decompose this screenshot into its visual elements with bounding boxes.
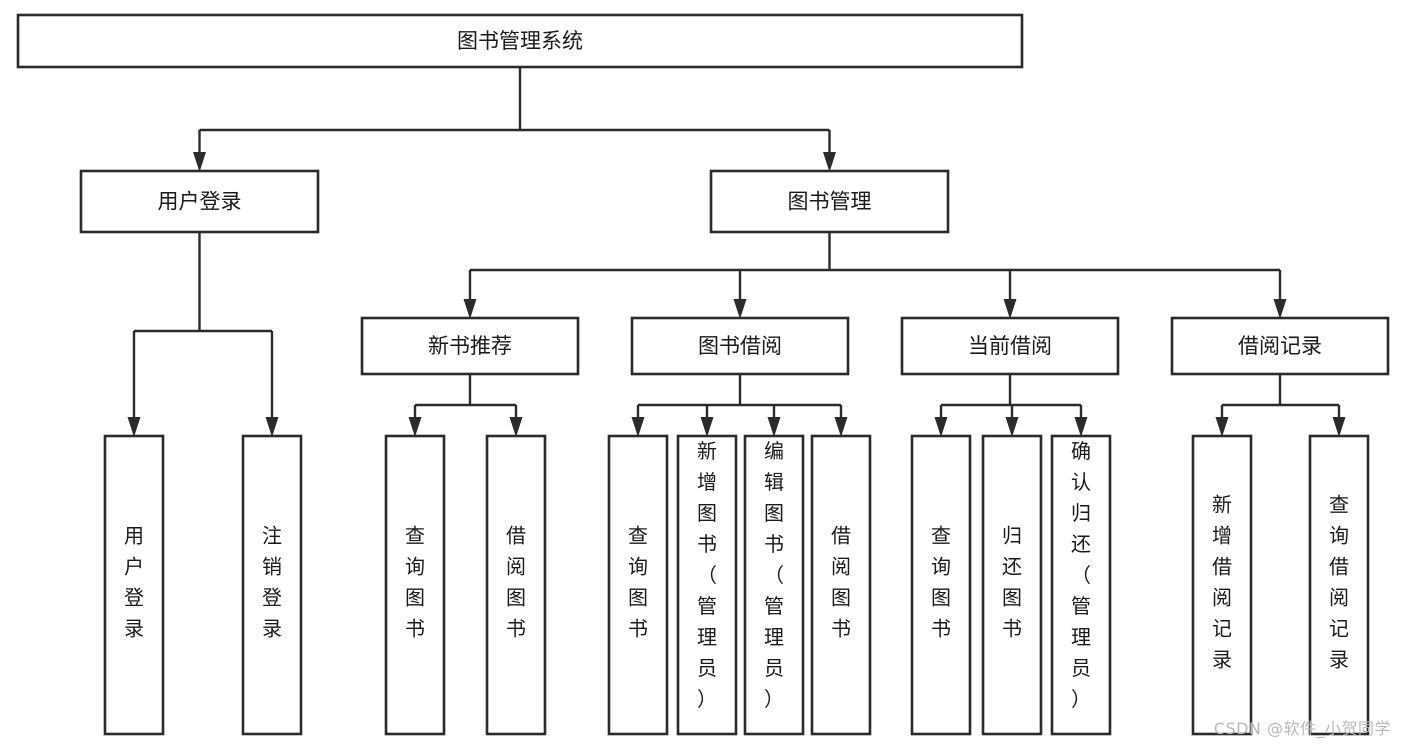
edge-arrowhead — [700, 417, 714, 437]
node-label-new-book-recommend: 新书推荐 — [428, 334, 512, 358]
edge-group-new-book-recommend — [408, 374, 523, 437]
node-box-current-borrow — [900, 316, 1120, 376]
node-box-leaf-borrow-book-2 — [810, 434, 872, 736]
node-leaf-query-book-2[interactable]: 查询图书 — [607, 434, 669, 736]
node-label-leaf-borrow-book-1: 借阅图书 — [506, 524, 526, 641]
edge-arrowhead — [1273, 299, 1287, 319]
node-box-new-book-recommend — [360, 316, 580, 376]
node-box-leaf-confirm-return — [1050, 434, 1112, 736]
node-current-borrow[interactable]: 当前借阅 — [900, 316, 1120, 376]
node-leaf-query-book-3[interactable]: 查询图书 — [910, 434, 972, 736]
node-box-leaf-user-logout — [241, 434, 303, 736]
edge-arrowhead — [1332, 417, 1346, 437]
edge-arrowhead — [934, 417, 948, 437]
node-label-root: 图书管理系统 — [457, 29, 583, 53]
edge-arrowhead — [631, 417, 645, 437]
node-label-leaf-query-book-2: 查询图书 — [628, 524, 648, 641]
node-label-borrow-record: 借阅记录 — [1238, 334, 1322, 358]
edge-arrowhead — [834, 417, 848, 437]
node-box-root — [16, 13, 1024, 69]
node-box-leaf-query-book-2 — [607, 434, 669, 736]
watermark: CSDN @软件_小贺同学 — [1213, 719, 1391, 738]
edge-arrowhead — [408, 417, 422, 437]
node-box-leaf-query-book-3 — [910, 434, 972, 736]
edge-arrowhead — [733, 299, 747, 319]
node-label-user-login: 用户登录 — [158, 190, 242, 214]
node-leaf-add-record[interactable]: 新增借阅记录 — [1191, 434, 1253, 736]
edge-arrowhead — [127, 417, 141, 437]
edge-arrowhead — [767, 417, 781, 437]
node-book-borrow[interactable]: 图书借阅 — [630, 316, 850, 376]
node-new-book-recommend[interactable]: 新书推荐 — [360, 316, 580, 376]
node-root[interactable]: 图书管理系统 — [16, 13, 1024, 69]
node-label-book-borrow: 图书借阅 — [698, 334, 782, 358]
node-box-leaf-return-book — [981, 434, 1043, 736]
node-leaf-query-record[interactable]: 查询借阅记录 — [1308, 434, 1370, 736]
edge-arrowhead — [1074, 417, 1088, 437]
edge-arrowhead — [1005, 417, 1019, 437]
node-leaf-add-book[interactable]: 新增图书（管理员） — [676, 434, 738, 736]
node-label-leaf-add-record: 新增借阅记录 — [1212, 493, 1232, 672]
node-label-leaf-confirm-return: 确认归还（管理员） — [1071, 439, 1091, 711]
edge-group-book-borrow — [631, 374, 848, 437]
node-leaf-user-logout[interactable]: 注销登录 — [241, 434, 303, 736]
edges-layer — [127, 67, 1346, 437]
node-leaf-query-book-1[interactable]: 查询图书 — [384, 434, 446, 736]
edge-group-root — [193, 67, 836, 172]
node-label-leaf-user-logout: 注销登录 — [262, 524, 282, 641]
node-label-book-manage: 图书管理 — [788, 190, 872, 214]
node-box-user-login — [79, 169, 320, 234]
node-box-leaf-add-record — [1191, 434, 1253, 736]
edge-arrowhead — [193, 152, 206, 172]
edge-group-current-borrow — [934, 374, 1088, 437]
node-leaf-return-book[interactable]: 归还图书 — [981, 434, 1043, 736]
node-label-leaf-user-login: 用户登录 — [124, 524, 144, 641]
nodes-layer: 图书管理系统用户登录图书管理新书推荐图书借阅当前借阅借阅记录用户登录注销登录查询… — [16, 13, 1390, 736]
edge-arrowhead — [823, 152, 836, 172]
node-box-borrow-record — [1170, 316, 1390, 376]
node-label-leaf-add-book: 新增图书（管理员） — [697, 439, 717, 711]
edge-arrowhead — [265, 417, 279, 437]
node-label-leaf-query-book-3: 查询图书 — [931, 524, 951, 641]
node-label-leaf-return-book: 归还图书 — [1002, 524, 1022, 641]
node-box-book-borrow — [630, 316, 850, 376]
node-label-leaf-query-record: 查询借阅记录 — [1329, 493, 1349, 672]
node-box-leaf-add-book — [676, 434, 738, 736]
edge-group-borrow-record — [1215, 374, 1346, 437]
edge-group-user-login — [127, 232, 279, 437]
node-box-leaf-user-login — [103, 434, 165, 736]
node-label-leaf-query-book-1: 查询图书 — [405, 524, 425, 641]
edge-arrowhead — [1003, 299, 1017, 319]
edge-arrowhead — [509, 417, 523, 437]
node-leaf-borrow-book-1[interactable]: 借阅图书 — [485, 434, 547, 736]
node-leaf-edit-book[interactable]: 编辑图书（管理员） — [743, 434, 805, 736]
edge-arrowhead — [1215, 417, 1229, 437]
node-leaf-user-login[interactable]: 用户登录 — [103, 434, 165, 736]
node-label-leaf-borrow-book-2: 借阅图书 — [831, 524, 851, 641]
edge-group-book-manage — [463, 232, 1287, 319]
node-box-leaf-query-book-1 — [384, 434, 446, 736]
node-leaf-borrow-book-2[interactable]: 借阅图书 — [810, 434, 872, 736]
node-box-leaf-query-record — [1308, 434, 1370, 736]
node-leaf-confirm-return[interactable]: 确认归还（管理员） — [1050, 434, 1112, 736]
node-box-book-manage — [709, 169, 950, 234]
node-label-leaf-edit-book: 编辑图书（管理员） — [764, 439, 784, 711]
node-box-leaf-borrow-book-1 — [485, 434, 547, 736]
node-user-login[interactable]: 用户登录 — [79, 169, 320, 234]
node-box-leaf-edit-book — [743, 434, 805, 736]
node-label-current-borrow: 当前借阅 — [968, 334, 1052, 358]
edge-arrowhead — [463, 299, 477, 319]
node-book-manage[interactable]: 图书管理 — [709, 169, 950, 234]
node-borrow-record[interactable]: 借阅记录 — [1170, 316, 1390, 376]
